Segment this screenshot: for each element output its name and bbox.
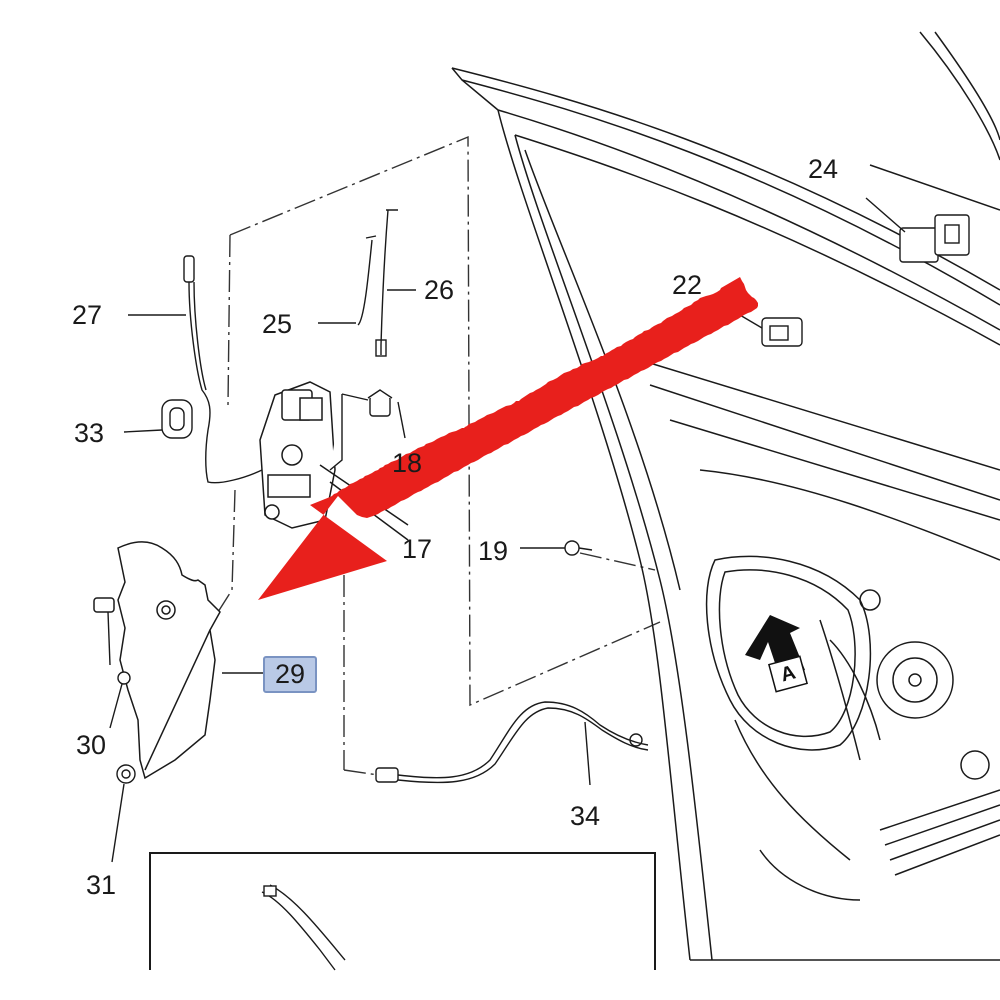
assembly-outline	[217, 135, 661, 776]
cable-part-34	[375, 701, 649, 786]
callout-19[interactable]: 19	[478, 536, 509, 566]
nut-part-31	[111, 764, 136, 863]
callout-34[interactable]: 34	[570, 801, 601, 831]
callout-31[interactable]: 31	[86, 870, 117, 900]
callout-22[interactable]: 22	[672, 270, 703, 300]
door-lock-actuator	[259, 381, 409, 541]
callout-33[interactable]: 33	[74, 418, 105, 448]
bolt-part-19	[520, 540, 593, 556]
inset-detail-box	[149, 852, 656, 971]
callout-25[interactable]: 25	[262, 309, 293, 339]
cable-part-27	[128, 255, 263, 484]
door-frame	[451, 31, 1000, 961]
screw-part-30	[107, 611, 131, 729]
view-a-arrow	[745, 615, 808, 693]
clip-part-18	[329, 389, 406, 471]
grommet-part-33	[123, 399, 193, 439]
connector-part-22	[727, 307, 803, 347]
connector-part-24	[865, 197, 970, 263]
lock-shield-part-29	[93, 541, 264, 780]
pointer-arrow	[258, 277, 758, 600]
callout-30[interactable]: 30	[76, 730, 107, 760]
door-access-panel	[705, 555, 1000, 901]
callout-29-highlighted[interactable]: 29	[263, 656, 318, 693]
callout-26[interactable]: 26	[424, 275, 455, 305]
callout-18[interactable]: 18	[392, 448, 423, 478]
lock-rods	[318, 209, 416, 357]
callout-17[interactable]: 17	[402, 534, 433, 564]
callout-24[interactable]: 24	[808, 154, 839, 184]
callout-27[interactable]: 27	[72, 300, 103, 330]
